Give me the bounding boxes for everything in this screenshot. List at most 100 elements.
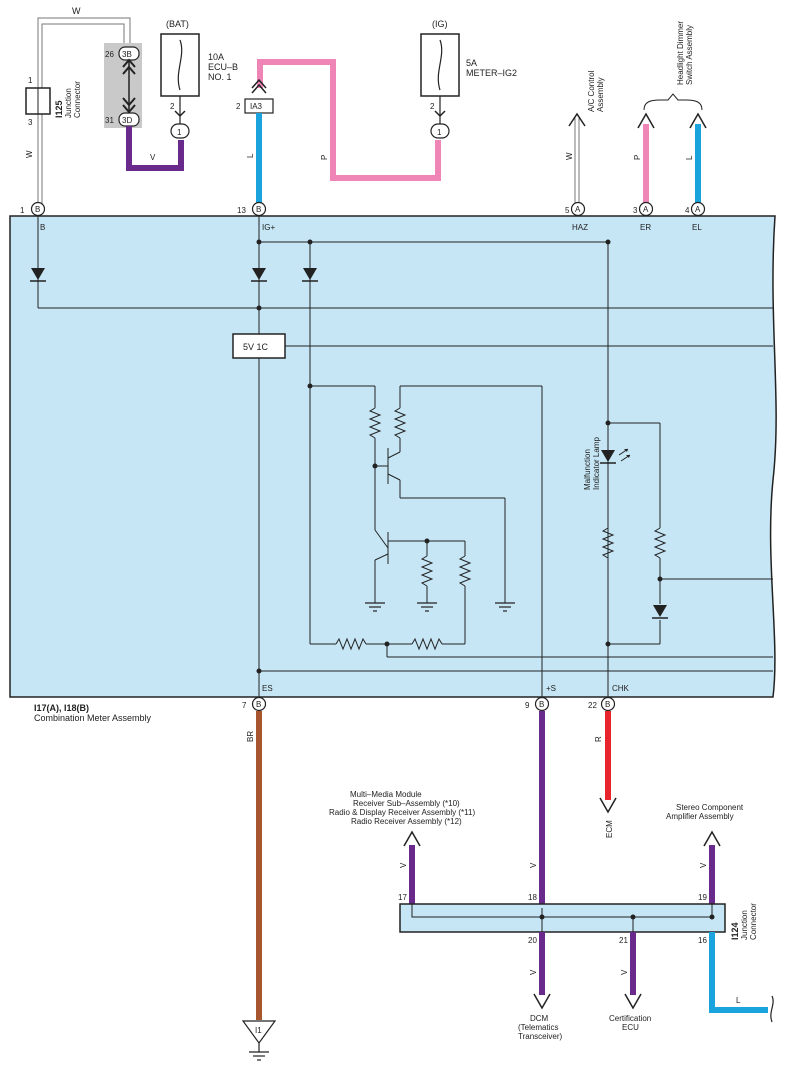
wire-label-l: L — [246, 153, 255, 158]
i124-pin17: 17 — [398, 893, 407, 902]
wire-label-v-cert: V — [620, 969, 629, 975]
stereo-line1: Stereo Component — [676, 803, 744, 812]
cert-line2: ECU — [622, 1023, 639, 1032]
combination-meter-body — [9, 215, 777, 698]
wire-label-r: R — [594, 736, 603, 742]
ecm-label: ECM — [605, 820, 614, 838]
mil-led — [600, 448, 631, 464]
wire-label-w-top: W — [72, 6, 81, 16]
i124-pin16: 16 — [698, 936, 707, 945]
diode-mil — [652, 605, 668, 619]
fuse-ecub-rating: 10A — [208, 52, 224, 62]
junction-dots — [256, 239, 663, 674]
fuse-meter-rating: 5A — [466, 58, 477, 68]
multimedia-line3: Radio & Display Receiver Assembly (*11) — [329, 808, 475, 817]
meter-pin5-num: 5 — [565, 206, 570, 215]
wire-v-bat — [126, 126, 184, 171]
meter-internal-circuit — [37, 216, 773, 697]
wire-p-ig — [257, 59, 441, 181]
headlight-line2: Switch Assembly — [685, 25, 694, 85]
meter-pin13-num: 13 — [237, 206, 246, 215]
meter-pin4-conn: A — [695, 205, 701, 214]
meter-pin13-label: IG+ — [262, 223, 275, 232]
wire-label-br: BR — [246, 731, 255, 742]
dcm-line2: (Telematics — [518, 1023, 558, 1032]
i125-desc1: Junction — [64, 88, 73, 118]
multimedia-line1: Multi–Media Module — [350, 790, 422, 799]
meter-pin22-label: CHK — [612, 684, 630, 693]
fuse-ecub-pin: 2 — [170, 102, 175, 111]
meter-pin9-conn: B — [539, 700, 544, 709]
cert-line1: Certification — [609, 1014, 651, 1023]
internal-grounds — [365, 602, 515, 612]
meter-pin5-label: HAZ — [572, 223, 588, 232]
stereo-line2: Amplifier Assembly — [666, 812, 734, 821]
fuse-meter-pin: 2 — [430, 102, 435, 111]
i124-pin20: 20 — [528, 936, 537, 945]
resistors — [335, 407, 667, 651]
meter-pin7-num: 7 — [242, 701, 247, 710]
diode-ig2 — [302, 268, 318, 282]
meter-pin1-num: 1 — [20, 206, 25, 215]
fuse-meter-name1: METER–IG2 — [466, 68, 517, 78]
bat-supply: (BAT) — [166, 19, 189, 29]
meter-pin7-label: ES — [262, 684, 273, 693]
dcm-line1: DCM — [530, 1014, 549, 1023]
i124-desc1: Junction — [740, 910, 749, 940]
wire-label-p-er: P — [633, 155, 642, 160]
diode-ig — [251, 268, 267, 282]
ia3-pin: 2 — [236, 102, 241, 111]
ac-control-line2: Assembly — [596, 77, 605, 112]
meter-pin5-conn: A — [575, 205, 581, 214]
i124-pin19: 19 — [698, 893, 707, 902]
meter-pin22-num: 22 — [588, 701, 597, 710]
diode-b — [30, 268, 46, 282]
meter-pin3-conn: A — [643, 205, 649, 214]
wire-label-v: V — [150, 153, 156, 162]
gray-pin-bottom-num: 31 — [105, 116, 114, 125]
wire-l-bottom — [709, 932, 768, 1013]
meter-name: Combination Meter Assembly — [34, 713, 152, 723]
meter-pin7-conn: B — [256, 700, 261, 709]
wire-label-v-dcm: V — [529, 969, 538, 975]
meter-pin13-conn: B — [256, 205, 261, 214]
wire-label-v-main: V — [529, 862, 538, 868]
meter-pin3-label: ER — [640, 223, 651, 232]
junction-i124 — [399, 903, 726, 933]
i125-desc2: Connector — [73, 81, 82, 118]
meter-pin4-num: 4 — [685, 206, 690, 215]
fuse-ecub-name1: ECU–B — [208, 62, 238, 72]
fuse-meter-conn: 1 — [437, 128, 442, 137]
gray-pin-top: 3B — [122, 50, 132, 59]
meter-pin1-label: B — [40, 223, 45, 232]
wire-label-l-el: L — [685, 155, 694, 160]
meter-pin9-label: +S — [546, 684, 556, 693]
wire-label-w-left: W — [25, 150, 34, 158]
ground-i1-label: I1 — [255, 1026, 262, 1035]
regulator-5v-1c — [232, 333, 286, 359]
wire-label-v-st: V — [699, 862, 708, 868]
i124-id: I124 — [730, 922, 740, 940]
wire-label-v-mm: V — [399, 862, 408, 868]
wire-label-w-ac: W — [565, 152, 574, 160]
regulator-label: 5V 1C — [243, 342, 269, 352]
meter-pin4-label: EL — [692, 223, 702, 232]
meter-pin1-conn: B — [35, 205, 40, 214]
meter-pin22-conn: B — [605, 700, 610, 709]
wire-label-l-bottom: L — [736, 996, 741, 1005]
i125-id: I125 — [54, 100, 64, 118]
meter-pin9-num: 9 — [525, 701, 530, 710]
ia3-conn: IA3 — [250, 102, 263, 111]
fuse-ecub-name2: NO. 1 — [208, 72, 232, 82]
headlight-line1: Headlight Dimmer — [676, 21, 685, 85]
i125-pin-top: 1 — [28, 76, 33, 85]
wire-label-p: P — [320, 155, 329, 160]
multimedia-line2: Receiver Sub–Assembly (*10) — [353, 799, 460, 808]
gray-pin-bottom: 3D — [122, 116, 132, 125]
ig-supply: (IG) — [432, 19, 448, 29]
ground-i1 — [241, 1020, 277, 1045]
ac-control-line1: A/C Control — [587, 70, 596, 112]
meter-id: I17(A), I18(B) — [34, 703, 89, 713]
i125-pin-bottom: 3 — [28, 118, 33, 127]
